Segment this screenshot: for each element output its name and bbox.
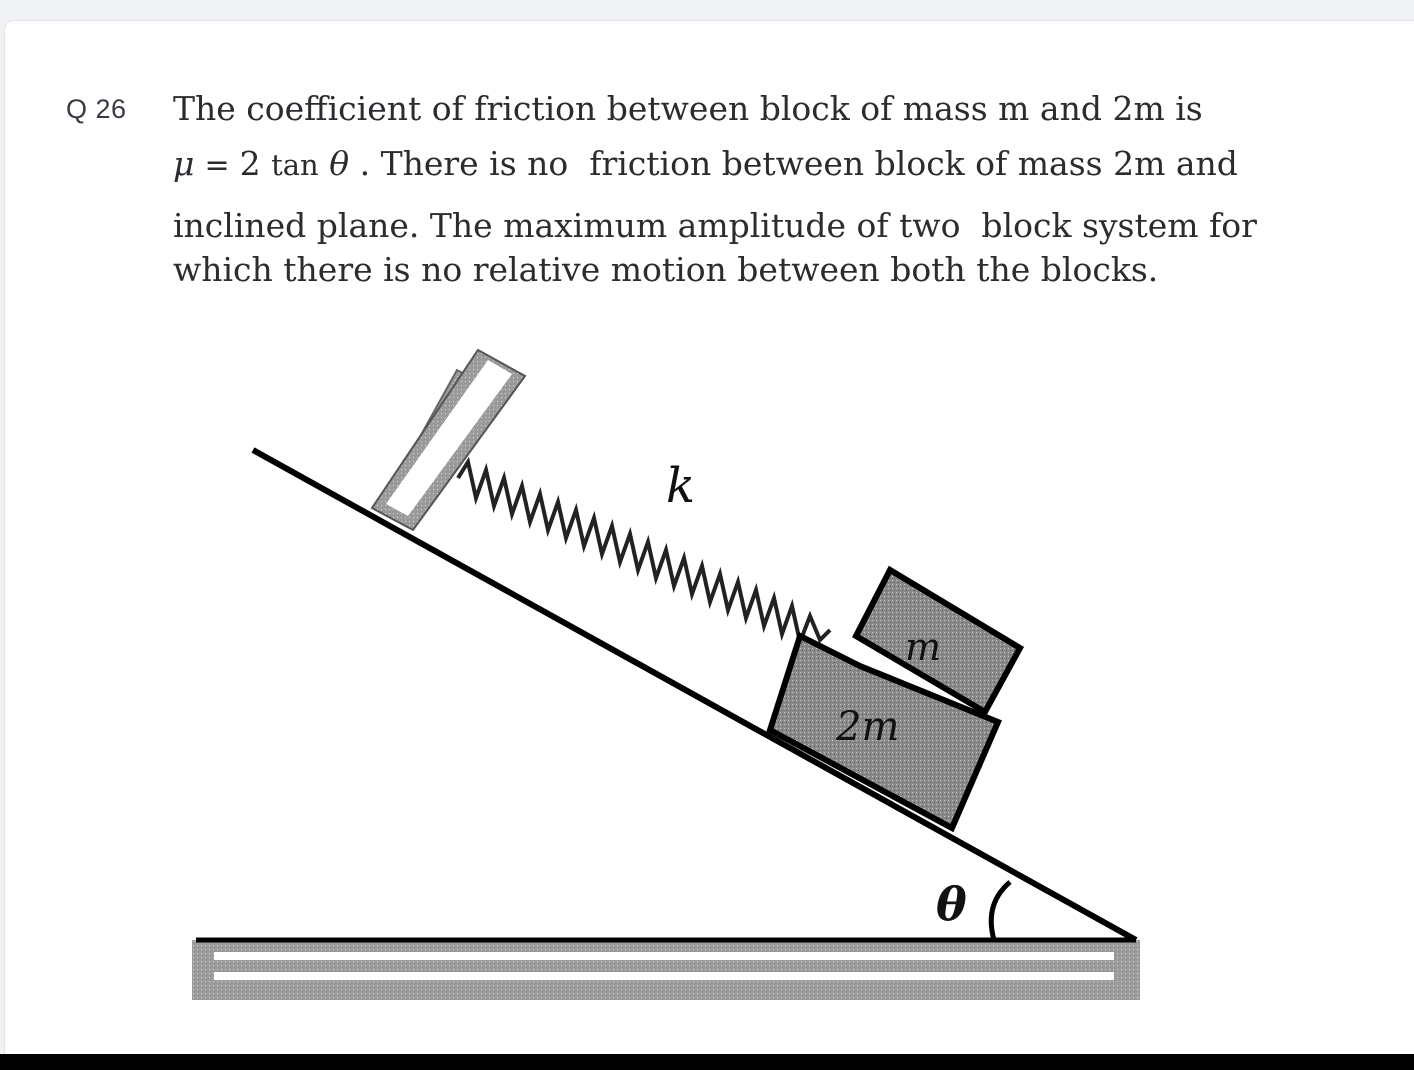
angle-label: θ	[936, 877, 967, 931]
spring-label: k	[666, 458, 695, 514]
question-line-3: inclined plane. The maximum amplitude of…	[173, 206, 1257, 245]
equals-sign: =	[204, 148, 230, 183]
question-card	[4, 20, 1414, 1060]
question-number: Q 26	[66, 94, 127, 124]
angle-arc	[988, 880, 1012, 941]
question-line-2: μ = 2 tan θ . There is no friction between…	[173, 147, 1238, 181]
tan-function: tan	[271, 148, 319, 182]
block-2m	[766, 631, 1002, 833]
question-line-2-text: . There is no friction between block of …	[359, 144, 1238, 183]
question-line-4: which there is no relative motion betwee…	[173, 250, 1159, 289]
block-m-label: m	[905, 625, 941, 669]
ground-platform	[192, 937, 1140, 1000]
theta-symbol: θ	[329, 144, 350, 183]
mu-symbol: μ	[173, 144, 195, 183]
block-m	[852, 565, 1025, 717]
question-line-1: The coefficient of friction between bloc…	[173, 89, 1203, 128]
bottom-bar	[0, 1054, 1414, 1070]
block-2m-label: 2m	[835, 704, 899, 750]
spring	[456, 456, 832, 649]
formula-coefficient: 2	[239, 144, 261, 183]
incline-surface	[251, 447, 1138, 943]
